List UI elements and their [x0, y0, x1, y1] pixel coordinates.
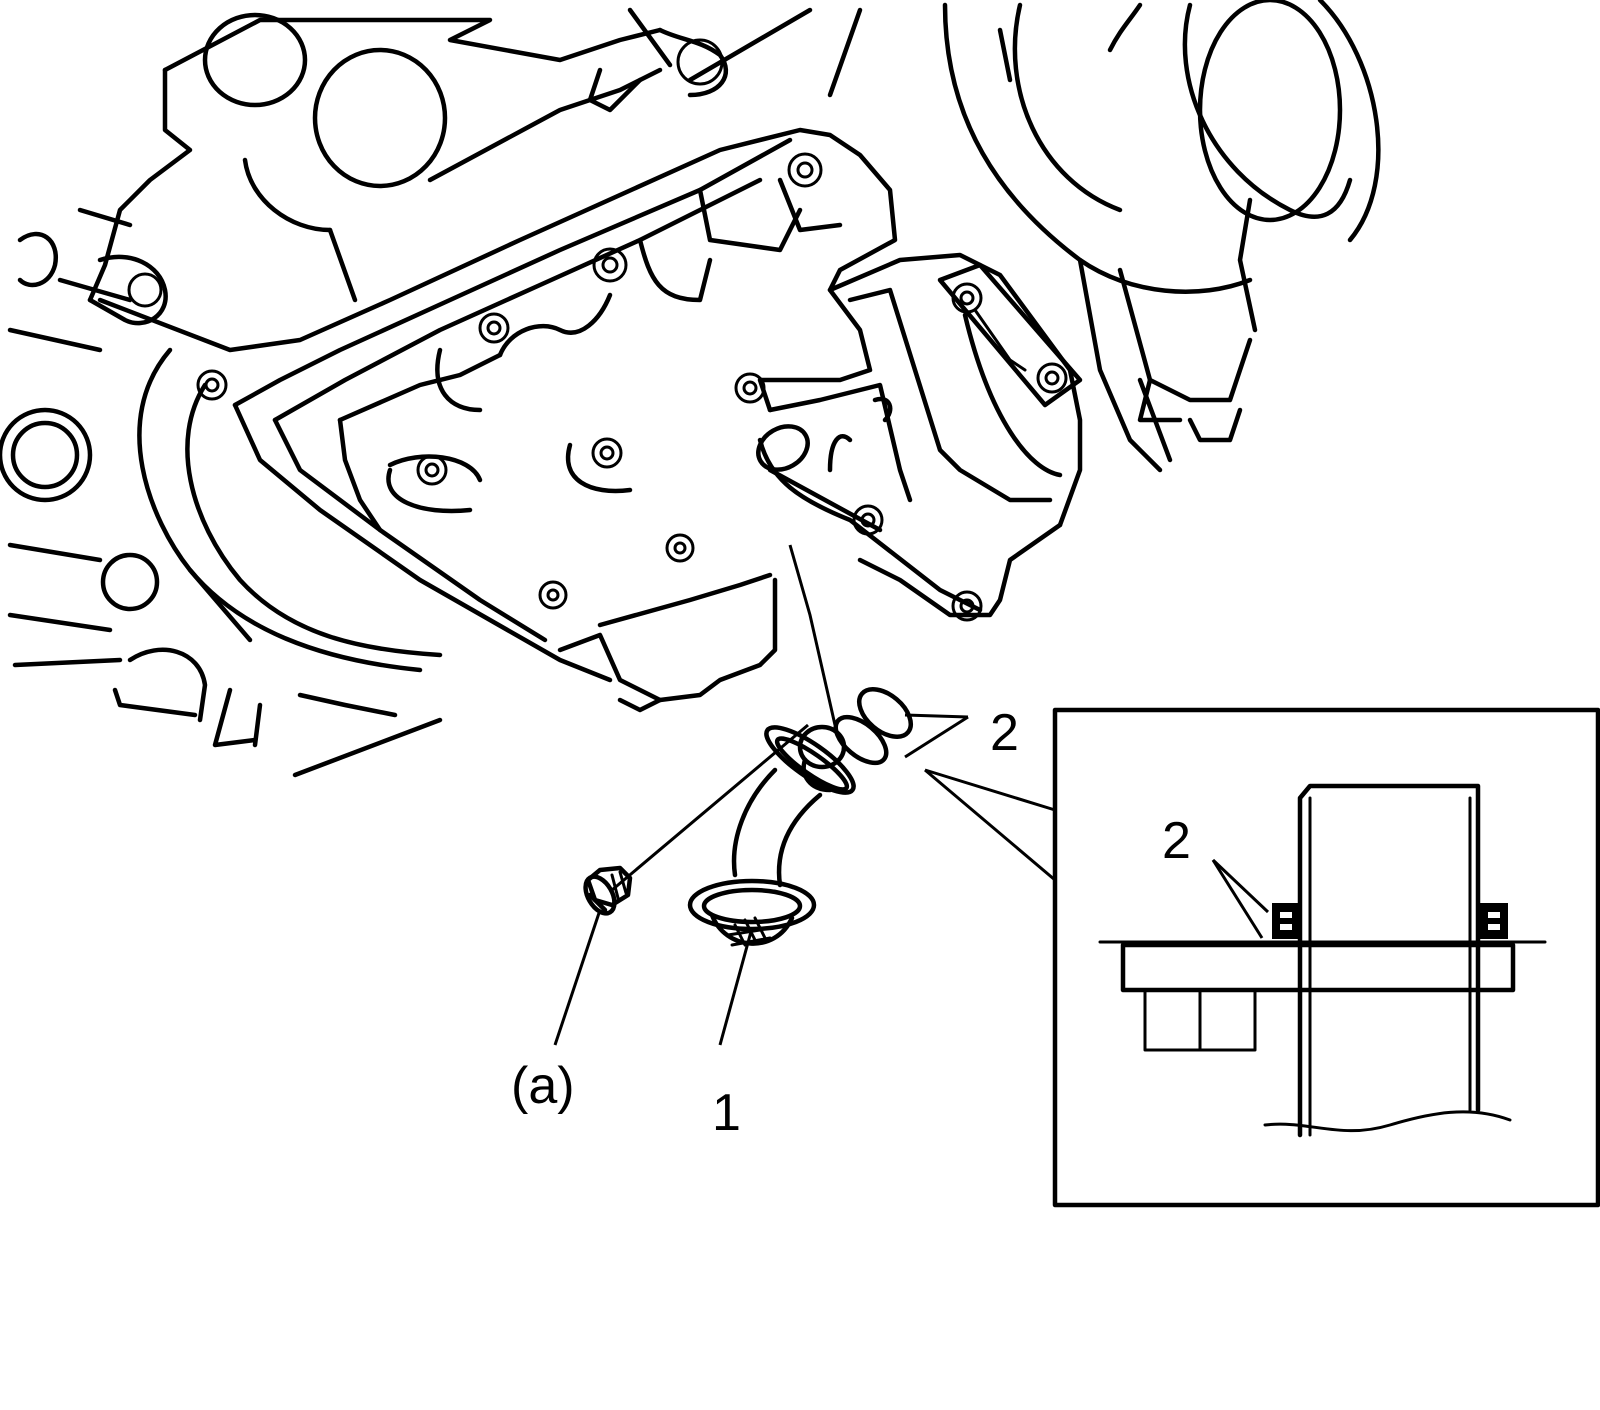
callout-o-ring-2-detail: 2: [1162, 812, 1191, 870]
engine-block: [0, 0, 1381, 778]
strainer-bolt: [583, 865, 633, 916]
oil-strainer: [687, 724, 856, 947]
callout-strainer-1: 1: [712, 1084, 741, 1142]
detail-inset: [1052, 707, 1600, 1208]
callout-o-ring-2: 2: [990, 704, 1019, 762]
leader-lines: [553, 544, 1056, 1046]
o-rings: [833, 687, 913, 766]
callout-bolt-a: (a): [511, 1057, 575, 1115]
